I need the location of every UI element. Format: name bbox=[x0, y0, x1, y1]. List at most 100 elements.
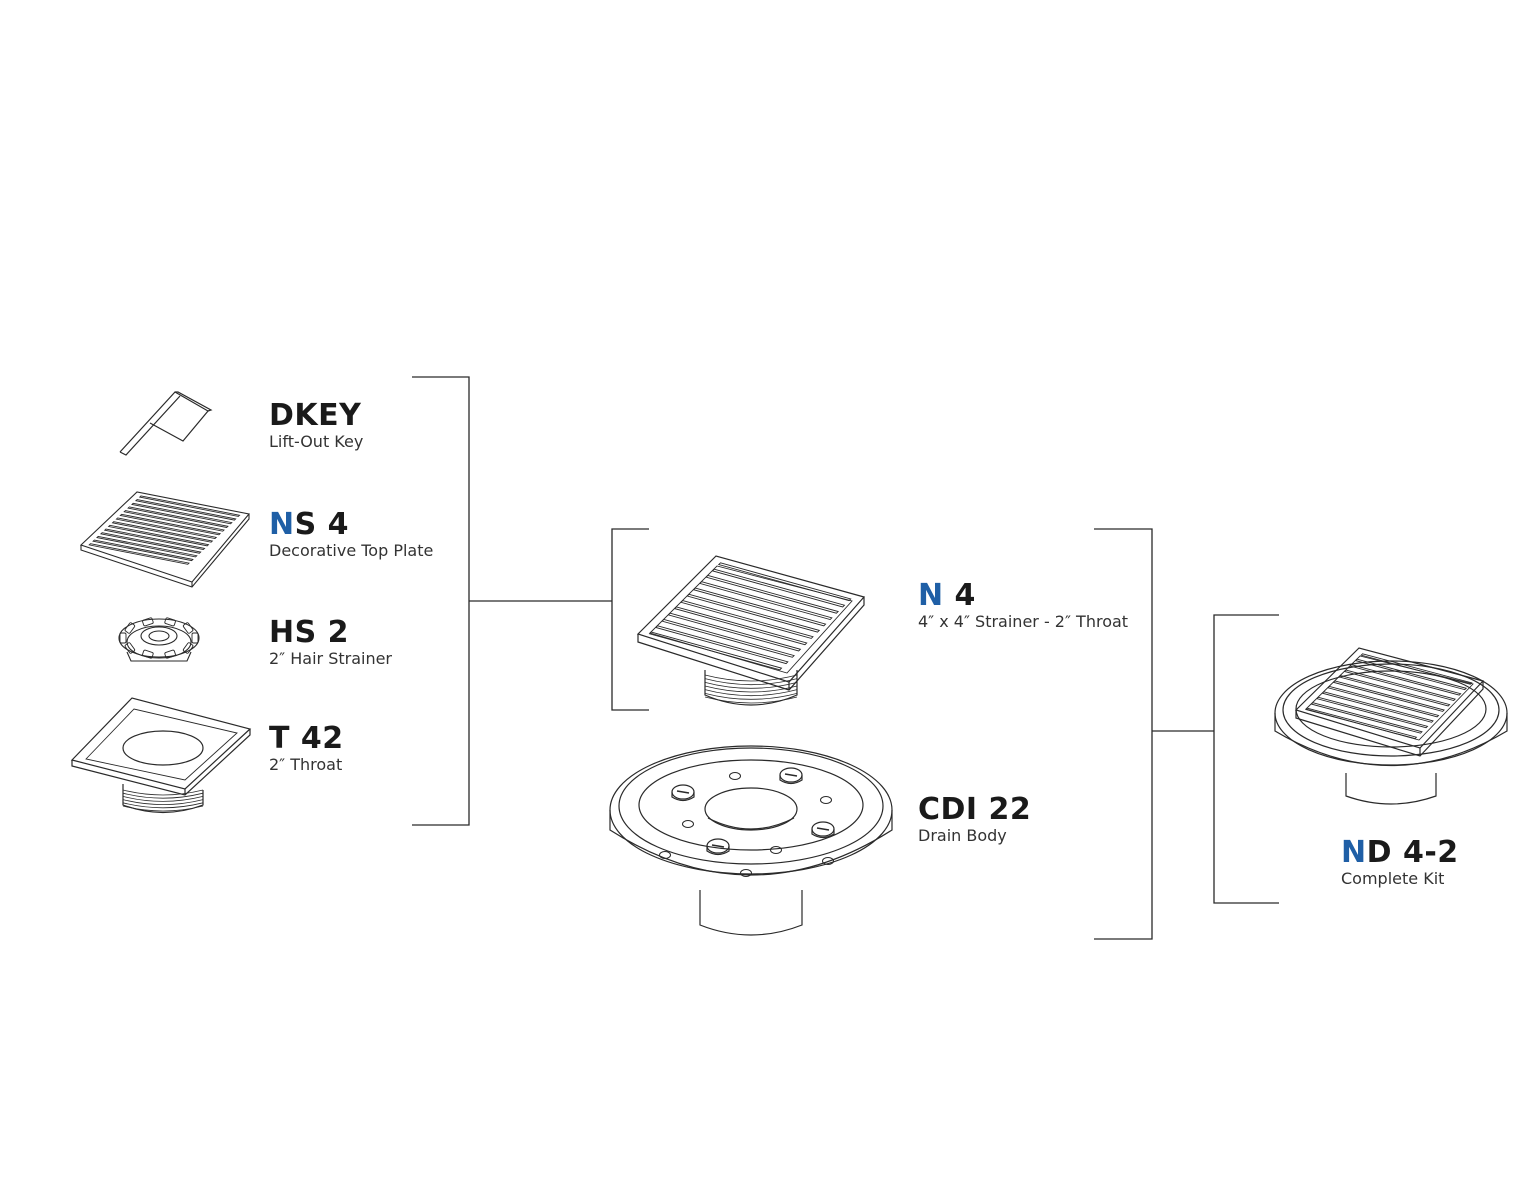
plate-slot bbox=[705, 574, 839, 614]
thread-line bbox=[704, 674, 798, 682]
bracket-kit bbox=[1213, 614, 1279, 904]
code-text: 4 bbox=[943, 578, 976, 613]
thread-line bbox=[122, 796, 204, 802]
code-accent: N bbox=[918, 578, 944, 613]
plate-slot bbox=[648, 631, 783, 671]
thread-line bbox=[704, 692, 798, 700]
plate-slot bbox=[119, 513, 222, 536]
plate-slot bbox=[1343, 669, 1456, 702]
thread-line bbox=[122, 805, 204, 812]
thread-line bbox=[122, 799, 204, 805]
code-text: D 4-2 bbox=[1366, 835, 1459, 870]
clamp-bolt-side bbox=[811, 829, 835, 839]
part-label-t42: T 42 2″ Throat bbox=[269, 724, 344, 773]
thread-line bbox=[704, 689, 798, 697]
throat-illustration bbox=[70, 697, 252, 814]
clamp-bolt-slot bbox=[784, 773, 798, 777]
code-text: S 4 bbox=[294, 507, 350, 542]
part-label-nd42: ND 4-2 Complete Kit bbox=[1341, 838, 1459, 887]
hair-strainer-illustration bbox=[118, 617, 200, 662]
strainer-tab bbox=[142, 617, 154, 627]
lift-out-key-illustration bbox=[119, 391, 213, 456]
code-text: T 42 bbox=[269, 721, 344, 756]
plate-slot bbox=[107, 524, 210, 547]
strainer-tab bbox=[164, 649, 176, 659]
plate-slot bbox=[654, 625, 789, 665]
plate-slot bbox=[96, 535, 198, 558]
n4-strainer-illustration bbox=[636, 555, 866, 706]
plate-slot bbox=[717, 562, 852, 602]
bracket-n4-cdi22 bbox=[1094, 528, 1153, 940]
mounting-hole bbox=[729, 772, 741, 780]
strainer-tab bbox=[164, 617, 176, 627]
mounting-hole bbox=[822, 857, 834, 865]
strainer-tab bbox=[191, 632, 199, 644]
plate-slot bbox=[88, 543, 190, 565]
plate-slot bbox=[134, 499, 237, 521]
strainer-tab bbox=[182, 642, 194, 654]
plate-slot bbox=[673, 606, 808, 646]
plate-slot bbox=[127, 506, 229, 528]
part-label-cdi22: CDI 22 Drain Body bbox=[918, 795, 1031, 844]
part-desc-dkey: Lift-Out Key bbox=[269, 432, 364, 451]
plate-slot bbox=[103, 528, 206, 551]
clamp-bolt-slot bbox=[676, 790, 690, 794]
code-text: DKEY bbox=[269, 398, 362, 433]
code-text: HS 2 bbox=[269, 615, 350, 650]
part-code-t42: T 42 bbox=[269, 724, 344, 754]
plate-slot bbox=[1305, 707, 1418, 740]
plate-slot bbox=[111, 521, 214, 543]
code-accent: N bbox=[269, 507, 295, 542]
part-desc-n4: 4″ x 4″ Strainer - 2″ Throat bbox=[918, 612, 1129, 631]
bracket-components bbox=[412, 376, 470, 826]
plate-slot bbox=[1332, 680, 1445, 712]
part-label-dkey: DKEY Lift-Out Key bbox=[269, 401, 363, 450]
connector-lines bbox=[412, 376, 1279, 940]
thread-line bbox=[704, 685, 798, 693]
part-desc-hs2: 2″ Hair Strainer bbox=[269, 649, 393, 668]
thread-line bbox=[122, 789, 204, 796]
strainer-tab bbox=[182, 622, 194, 634]
plate-slot bbox=[92, 539, 194, 562]
part-desc-t42: 2″ Throat bbox=[269, 755, 343, 774]
clamp-bolt-side bbox=[779, 775, 803, 785]
mounting-hole bbox=[820, 796, 832, 804]
clamp-bolt-slot bbox=[816, 827, 830, 831]
part-code-ns4: NS 4 bbox=[269, 510, 433, 540]
strainer-tab bbox=[142, 649, 154, 659]
drain-body-illustration bbox=[609, 745, 893, 936]
code-accent: N bbox=[1341, 835, 1367, 870]
plate-slot bbox=[1310, 702, 1423, 734]
code-text: CDI 22 bbox=[918, 792, 1032, 827]
clamp-bolt-slot bbox=[711, 844, 725, 848]
part-label-n4: N 4 4″ x 4″ Strainer - 2″ Throat bbox=[918, 581, 1128, 630]
part-code-cdi22: CDI 22 bbox=[918, 795, 1031, 825]
mounting-hole bbox=[740, 869, 752, 877]
plate-slot bbox=[699, 581, 833, 621]
clamp-bolt-side bbox=[671, 792, 695, 802]
plate-slot bbox=[123, 510, 225, 532]
top-plate-illustration bbox=[79, 491, 251, 588]
part-code-dkey: DKEY bbox=[269, 401, 363, 431]
plate-slot bbox=[1316, 696, 1429, 729]
plate-slot bbox=[1321, 691, 1434, 723]
plate-slot bbox=[1338, 675, 1451, 707]
part-label-hs2: HS 2 2″ Hair Strainer bbox=[269, 618, 392, 667]
plate-slot bbox=[661, 618, 795, 658]
strainer-tab bbox=[119, 632, 127, 644]
plate-slot bbox=[138, 495, 241, 517]
part-desc-nd42: Complete Kit bbox=[1341, 869, 1445, 888]
thread-line bbox=[122, 802, 204, 809]
thread-line bbox=[704, 696, 798, 704]
plate-slot bbox=[680, 600, 814, 639]
strainer-tab bbox=[124, 622, 136, 634]
part-desc-ns4: Decorative Top Plate bbox=[269, 541, 434, 560]
clamp-bolt-side bbox=[706, 846, 730, 856]
mounting-hole bbox=[659, 851, 671, 859]
plate-slot bbox=[131, 502, 233, 525]
plate-slot bbox=[667, 612, 802, 652]
plate-slot bbox=[1349, 664, 1462, 696]
thread-line bbox=[704, 678, 798, 686]
plate-slot bbox=[692, 587, 827, 627]
